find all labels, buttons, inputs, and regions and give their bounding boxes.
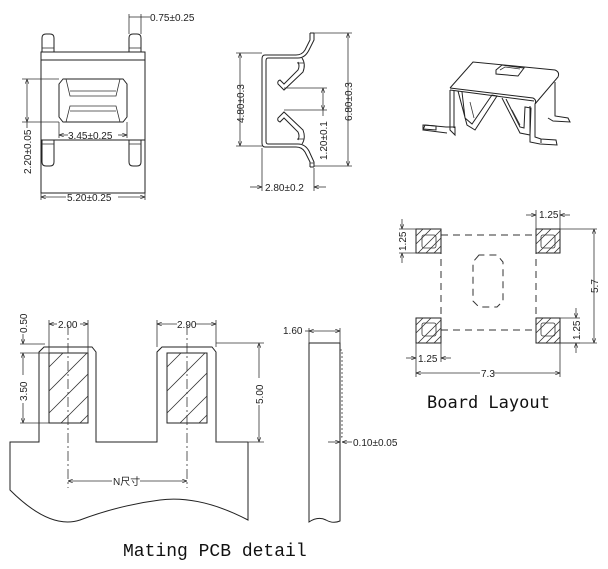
dim-gap: 1.20±0.1 (319, 121, 330, 160)
pcb-outline (9, 346, 249, 523)
dim-opening-length: 3.45±0.25 (68, 131, 113, 142)
pcb-edge-view (308, 342, 341, 523)
board-layout: 1.25 1.25 5.7 1.25 1.25 7.3 Board Layout (398, 210, 601, 413)
side-view: 4.80±0.3 6.80±0.3 1.20±0.1 2.80±0.2 (236, 32, 355, 194)
dim-pad-bottom-right: 1.25 (572, 320, 583, 340)
dim-offset: 0.50 (19, 313, 30, 333)
dim-n-size: N尺寸 (113, 475, 140, 488)
lead-bottom-left (41, 140, 55, 167)
board-center-keepout (472, 254, 504, 308)
dim-slot-width: 2.90 (177, 320, 197, 331)
board-layout-title: Board Layout (427, 393, 550, 413)
side-profile-outer (261, 33, 311, 167)
pad-bottom-left (415, 317, 442, 344)
dim-body-width: 5.20±0.25 (67, 193, 112, 204)
dim-pad-top-left: 1.25 (398, 231, 409, 251)
lower-spring-contact (277, 111, 305, 145)
top-view: 0.75±0.25 2.20±0.05 3.45±0.25 5.20±0.25 (22, 13, 195, 204)
isometric-view (422, 61, 571, 146)
dim-pad-bottom-left: 1.25 (418, 354, 438, 365)
mating-pcb-detail: 2.00 2.90 0.50 3.50 5.00 N尺寸 1.60 (9, 313, 398, 562)
pad-bottom-right (535, 317, 561, 344)
iso-top-surface (449, 61, 560, 105)
dim-pad-top-right: 1.25 (539, 210, 559, 221)
board-outline-dashed (440, 234, 537, 331)
lead-top-left (41, 33, 55, 52)
dim-lead-width: 0.75±0.25 (150, 13, 195, 24)
dim-pitch-vertical: 5.7 (590, 279, 601, 293)
pad-top-left (415, 228, 442, 254)
mating-pcb-title: Mating PCB detail (123, 542, 307, 562)
lead-bottom-right (128, 140, 142, 167)
dim-inner-height: 4.80±0.3 (236, 84, 247, 123)
iso-top-opening (495, 64, 525, 77)
dim-pitch-horizontal: 7.3 (481, 369, 495, 380)
top-opening (58, 78, 128, 123)
dim-depth: 2.80±0.2 (265, 183, 304, 194)
pcb-pad-left (48, 352, 89, 424)
dim-slot-depth: 5.00 (255, 384, 266, 404)
upper-spring-contact (277, 57, 305, 91)
plating-layer (340, 349, 343, 438)
dim-overall-height: 6.80±0.3 (344, 82, 355, 121)
lead-top-right (128, 33, 142, 52)
dim-board-thickness: 1.60 (283, 326, 303, 337)
dim-plating-thickness: 0.10±0.05 (353, 438, 398, 449)
pad-top-right (535, 228, 561, 254)
dim-pad-height: 3.50 (19, 381, 30, 401)
dim-pad-width: 2.00 (58, 320, 78, 331)
dim-opening-height: 2.20±0.05 (23, 129, 34, 174)
top-view-body (40, 51, 146, 194)
